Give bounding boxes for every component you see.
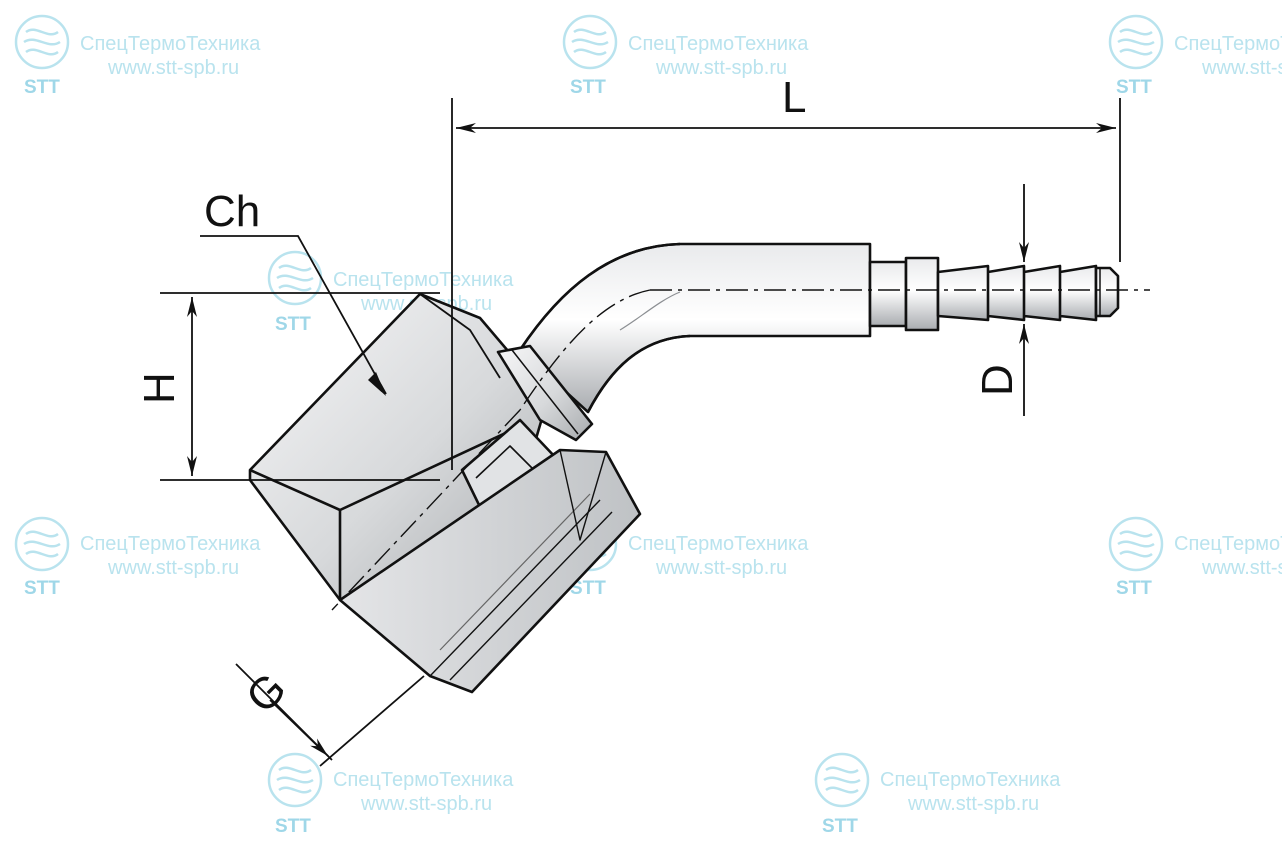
ch-leader <box>200 235 387 395</box>
watermark-company: СпецТермоТехника <box>80 33 261 55</box>
watermark-url: www.stt-spb.ru <box>655 57 787 79</box>
watermark-url: www.stt-spb.ru <box>107 557 239 579</box>
watermark-url: www.stt-spb.ru <box>107 57 239 79</box>
watermark-abbr: STT <box>275 816 311 837</box>
stt-logo-icon <box>14 516 70 572</box>
label-h: H <box>135 372 184 404</box>
watermark-url: www.stt-spb.ru <box>655 557 787 579</box>
watermark-company: СпецТермоТехника <box>1174 533 1282 555</box>
fitting-body <box>248 242 1120 694</box>
watermark-url: www.stt-spb.ru <box>1201 557 1282 579</box>
watermark-abbr: STT <box>570 578 606 599</box>
watermark-abbr: STT <box>1116 578 1152 599</box>
stt-logo-icon <box>1108 14 1164 70</box>
dim-line-g <box>269 699 329 757</box>
watermark-company: СпецТермоТехника <box>628 33 809 55</box>
stt-logo-icon <box>1108 516 1164 572</box>
watermark-abbr: STT <box>1116 77 1152 98</box>
label-ch: Ch <box>204 187 260 236</box>
stt-logo-icon <box>562 14 618 70</box>
dimension-lines <box>160 98 1121 767</box>
watermark-abbr: STT <box>24 77 60 98</box>
watermark-abbr: STT <box>24 578 60 599</box>
watermark-url: www.stt-spb.ru <box>907 793 1039 815</box>
watermark-url: www.stt-spb.ru <box>1201 57 1282 79</box>
watermark-group: STT СпецТермоТехника www.stt-spb.ru STT … <box>14 14 1282 837</box>
watermark-url: www.stt-spb.ru <box>360 793 492 815</box>
tube-collar <box>868 260 908 328</box>
barbed-nipple <box>936 264 1098 322</box>
watermark-company: СпецТермоТехника <box>80 533 261 555</box>
watermark-company: СпецТермоТехника <box>333 269 514 291</box>
watermark-company: СпецТермоТехника <box>333 769 514 791</box>
center-lines <box>331 289 1150 611</box>
stt-logo-icon <box>267 752 323 808</box>
bent-tube <box>518 242 872 414</box>
stt-logo-icon <box>267 250 323 306</box>
watermark-company: СпецТермоТехника <box>1174 33 1282 55</box>
watermark-abbr: STT <box>822 816 858 837</box>
watermark-abbr: STT <box>570 77 606 98</box>
stt-logo-icon <box>14 14 70 70</box>
stt-logo-icon <box>814 752 870 808</box>
watermark-company: СпецТермоТехника <box>880 769 1061 791</box>
watermark-abbr: STT <box>275 314 311 335</box>
label-d: D <box>973 364 1022 396</box>
watermark-company: СпецТермоТехника <box>628 533 809 555</box>
label-l: L <box>782 73 806 122</box>
